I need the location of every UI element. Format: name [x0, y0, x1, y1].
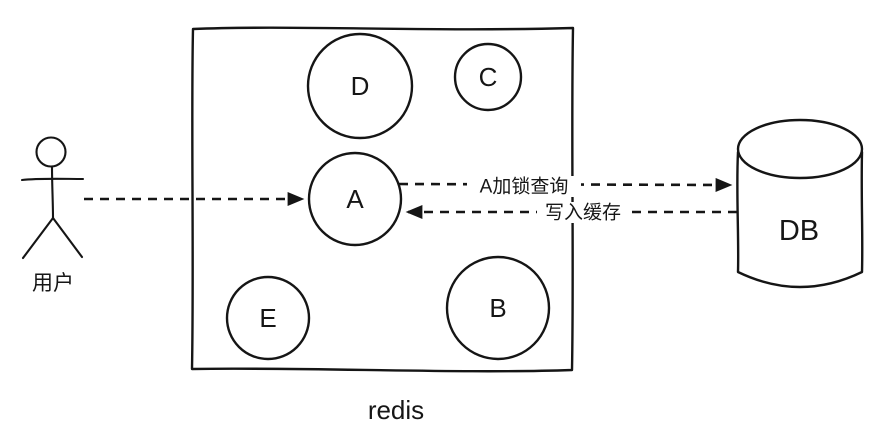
- redis-box: [190, 26, 575, 373]
- database-body: [736, 150, 864, 289]
- person-body: [50, 165, 55, 221]
- user-label: 用户: [32, 272, 74, 295]
- node-a-label: A: [346, 184, 364, 214]
- node-c-label: C: [479, 62, 498, 92]
- person-right-leg: [51, 216, 84, 259]
- database-top: [736, 118, 864, 180]
- node-e-circle: [225, 275, 311, 361]
- person-head: [35, 136, 67, 168]
- node-d-label: D: [351, 71, 370, 101]
- user-person-icon: [20, 136, 85, 260]
- node-a-circle: [307, 151, 403, 247]
- node-d-circle: [306, 32, 414, 140]
- write-cache-label-bg: [537, 202, 629, 223]
- write-cache-label: 写入缓存: [545, 202, 621, 224]
- lock-query-label: A加锁查询: [480, 176, 569, 198]
- node-b-label: B: [489, 293, 506, 323]
- database-icon: [736, 118, 864, 289]
- lock-query-label-bg: [467, 176, 581, 197]
- node-e-label: E: [259, 303, 276, 333]
- node-b-circle: [445, 255, 551, 361]
- person-left-leg: [21, 216, 55, 260]
- person-arms: [20, 177, 85, 182]
- database-label: DB: [779, 215, 819, 247]
- redis-label: redis: [368, 395, 424, 425]
- node-c-circle: [453, 42, 523, 112]
